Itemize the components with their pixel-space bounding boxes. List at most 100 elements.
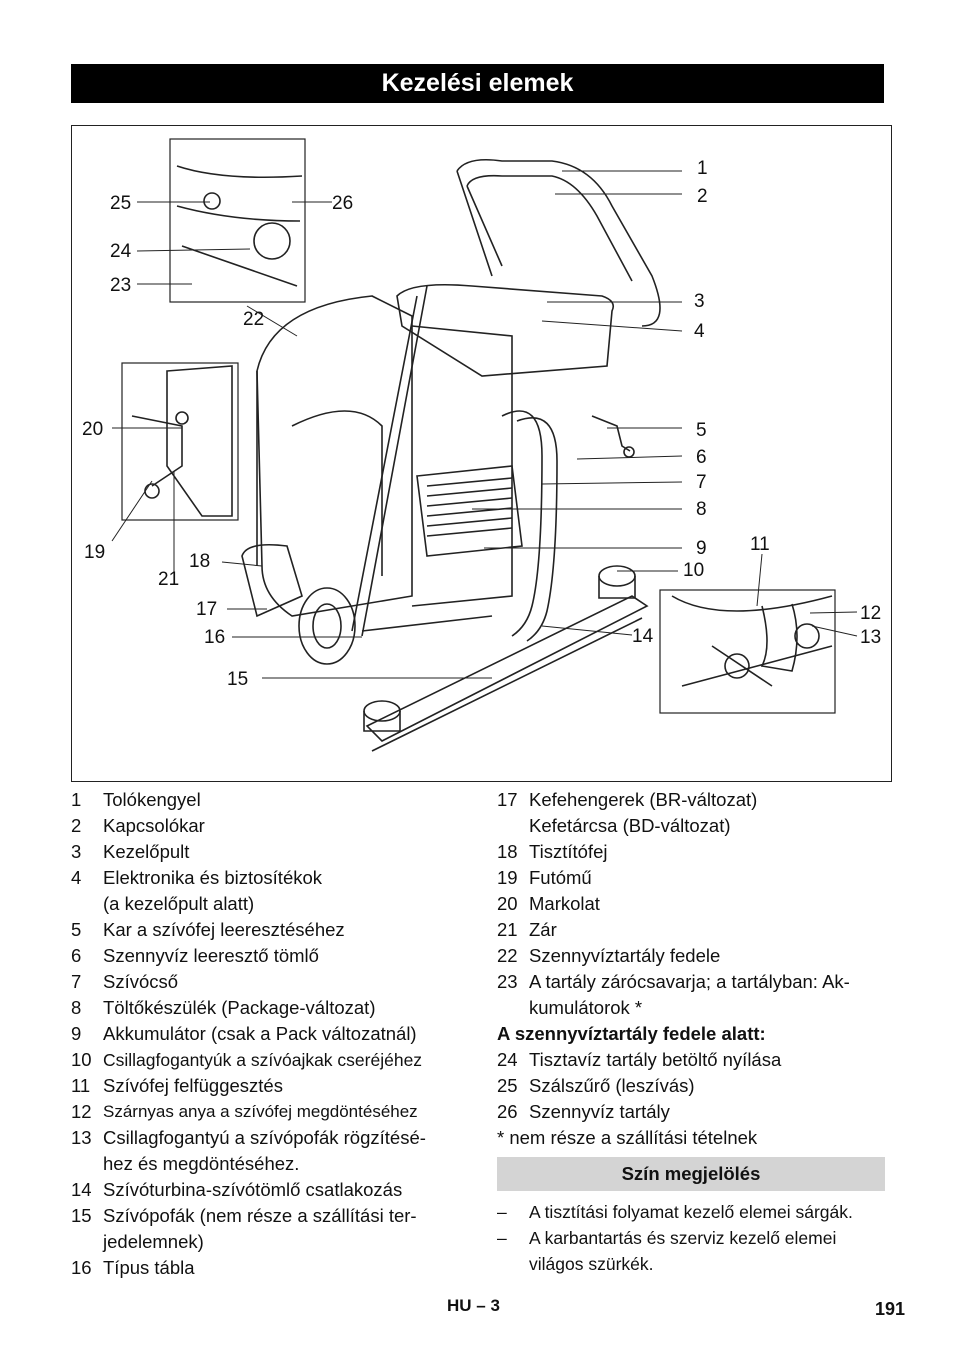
legend-item: 25 Szálszűrő (leszívás)	[497, 1073, 892, 1099]
legend-number: 2	[71, 815, 82, 836]
legend-number: 1	[71, 789, 82, 810]
legend-text: Tolókengyel	[103, 789, 201, 810]
legend-text: Szennyvíz tartály	[529, 1101, 670, 1122]
legend-item: 24 Tisztavíz tartály betöltő nyílása	[497, 1047, 892, 1073]
legend-text: Típus tábla	[103, 1257, 195, 1278]
legend-text: Szívófej felfüggesztés	[103, 1075, 283, 1096]
callout-23: 23	[110, 275, 131, 296]
color-item-text: A karbantartás és szerviz kezelő elemei	[529, 1228, 837, 1248]
legend-number: 25	[497, 1075, 518, 1096]
legend-text: Szárnyas anya a szívófej megdöntéséhez	[103, 1102, 418, 1121]
legend-number: 18	[497, 841, 518, 862]
dash-marker	[497, 1251, 529, 1277]
callout-9: 9	[696, 538, 707, 559]
legend-text: Töltőkészülék (Package-változat)	[103, 997, 376, 1018]
color-item: világos szürkék.	[497, 1251, 892, 1277]
legend-item: 18 Tisztítófej	[497, 839, 892, 865]
legend-text: Szennyvíztartály fedele	[529, 945, 721, 966]
legend-number: 10	[71, 1049, 92, 1070]
legend-text: Szennyvíz leeresztő tömlő	[103, 945, 319, 966]
callout-22: 22	[243, 309, 264, 330]
legend-text: Kezelőpult	[103, 841, 190, 862]
legend-number: 23	[497, 971, 518, 992]
legend-item: 1 Tolókengyel	[71, 787, 471, 813]
legend-number: 3	[71, 841, 82, 862]
legend-item: 26 Szennyvíz tartály	[497, 1099, 892, 1125]
callout-25: 25	[110, 193, 131, 214]
callout-7: 7	[696, 472, 707, 493]
legend-item: 16 Típus tábla	[71, 1255, 471, 1281]
legend-number: 11	[71, 1075, 91, 1096]
color-item: –A tisztítási folyamat kezelő elemei sár…	[497, 1199, 892, 1225]
legend-text: Szívópofák (nem része a szállítási ter-	[103, 1205, 417, 1226]
legend-number: 20	[497, 893, 518, 914]
callout-24: 24	[110, 241, 132, 262]
legend-number: 12	[71, 1101, 92, 1122]
legend-item: (a kezelőpult alatt)	[71, 891, 471, 917]
callout-18: 18	[189, 551, 210, 572]
legend-item: 5 Kar a szívófej leeresztéséhez	[71, 917, 471, 943]
legend-text: (a kezelőpult alatt)	[103, 893, 255, 914]
legend-item: 8 Töltőkészülék (Package-változat)	[71, 995, 471, 1021]
legend-text: kumulátorok *	[529, 997, 643, 1018]
callout-8: 8	[696, 499, 707, 520]
legend-item: 11 Szívófej felfüggesztés	[71, 1073, 471, 1099]
legend-item: jedelemnek)	[71, 1229, 471, 1255]
legend-number: 17	[497, 789, 518, 810]
callout-15: 15	[227, 669, 248, 690]
callout-12: 12	[860, 603, 881, 624]
legend-number	[497, 995, 529, 1021]
legend-text: Kefehengerek (BR-változat)	[529, 789, 758, 810]
legend-text: Tisztavíz tartály betöltő nyílása	[529, 1049, 782, 1070]
callout-6: 6	[696, 447, 707, 468]
legend-number	[71, 891, 103, 917]
legend-number: 4	[71, 867, 82, 888]
legend-number	[71, 1229, 103, 1255]
legend-number: 24	[497, 1049, 518, 1070]
legend-text: Kar a szívófej leeresztéséhez	[103, 919, 345, 940]
legend-number: 21	[497, 919, 518, 940]
legend-number: 5	[71, 919, 82, 940]
callout-10: 10	[683, 560, 704, 581]
legend-number: 8	[71, 997, 82, 1018]
callout-3: 3	[694, 291, 705, 312]
legend-text: Tisztítófej	[529, 841, 608, 862]
under-lid-heading: A szennyvíztartály fedele alatt:	[497, 1023, 766, 1044]
legend-number: 16	[71, 1257, 92, 1278]
machine-diagram: 1 2 3 4 5 6 7 8 9 10 11 12 13 14 15 16 1…	[71, 125, 892, 782]
legend-number: 22	[497, 945, 518, 966]
machine-drawing: 1 2 3 4 5 6 7 8 9 10 11 12 13 14 15 16 1…	[82, 138, 881, 752]
callout-20: 20	[82, 419, 103, 440]
legend-text: Csillagfogantyú a szívópofák rögzítésé-	[103, 1127, 426, 1148]
legend-number	[497, 813, 529, 839]
legend-item: 12 Szárnyas anya a szívófej megdöntéséhez	[71, 1099, 471, 1125]
legend-number: 7	[71, 971, 82, 992]
callout-4: 4	[694, 321, 705, 342]
callout-2: 2	[697, 186, 708, 207]
callout-1: 1	[697, 158, 708, 179]
legend-item: kumulátorok *	[497, 995, 892, 1021]
legend-number: 26	[497, 1101, 518, 1122]
dash-marker: –	[497, 1228, 507, 1248]
callout-26: 26	[332, 193, 353, 214]
legend-number: 15	[71, 1205, 92, 1226]
legend-item: 3 Kezelőpult	[71, 839, 471, 865]
legend-number	[71, 1151, 103, 1177]
legend-text: Szálszűrő (leszívás)	[529, 1075, 695, 1096]
legend-text: Elektronika és biztosítékok	[103, 867, 323, 888]
legend-number: 6	[71, 945, 82, 966]
legend-number: 9	[71, 1023, 82, 1044]
legend-text: Zár	[529, 919, 557, 940]
callout-13: 13	[860, 627, 881, 648]
color-item-text: világos szürkék.	[529, 1254, 654, 1274]
legend-item: 21 Zár	[497, 917, 892, 943]
